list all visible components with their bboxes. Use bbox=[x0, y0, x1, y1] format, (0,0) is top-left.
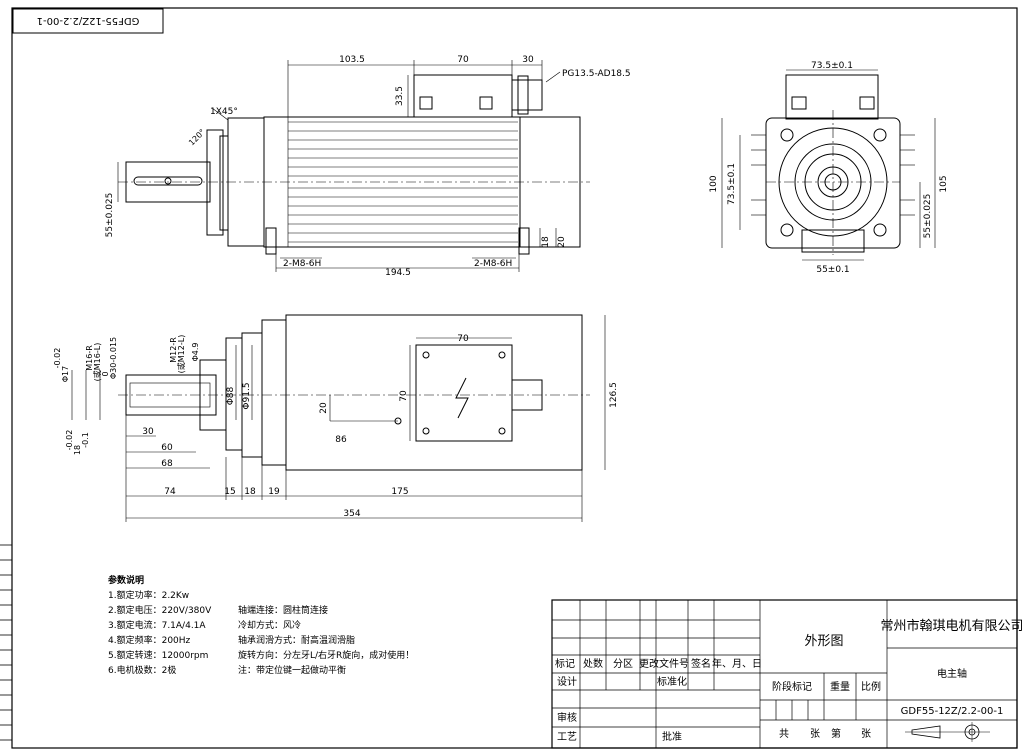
dim-m8-left: 2-M8-6H bbox=[283, 259, 321, 269]
dim-103-5: 103.5 bbox=[339, 55, 365, 65]
tb-qianming: 签名 bbox=[691, 657, 711, 670]
dim-m16-l: (或M16-L) bbox=[92, 343, 102, 382]
note-right-4: 旋转方向：分左牙L/右牙R旋向，成对使用！ bbox=[238, 649, 414, 661]
dim-angle-120: 120° bbox=[187, 127, 207, 147]
title-block bbox=[551, 599, 1018, 749]
dim-33-5: 33.5 bbox=[395, 86, 405, 106]
dim-73-5-width: 73.5±0.1 bbox=[811, 61, 853, 71]
tb-gongyi: 工艺 bbox=[557, 731, 577, 743]
tb-di: 第 bbox=[831, 727, 841, 740]
tb-zhongliang: 重量 bbox=[830, 680, 850, 693]
note-left-4: 4.额定频率：200Hz bbox=[108, 634, 191, 646]
note-right-3: 轴承润滑方式：耐高温润滑脂 bbox=[238, 634, 355, 646]
dim-m8-right: 2-M8-6H bbox=[474, 259, 512, 269]
dim-20-top: 20 bbox=[557, 236, 567, 248]
parameter-notes: 参数说明 1.额定功率：2.2Kw 2.额定电压：220V/380V 3.额定电… bbox=[108, 574, 414, 676]
dim-74: 74 bbox=[164, 487, 176, 497]
dim-phi-30: Φ30-0.015 bbox=[109, 337, 118, 379]
tb-zhang1: 张 bbox=[810, 728, 820, 740]
dim-73-5-height: 73.5±0.1 bbox=[727, 163, 737, 205]
end-view bbox=[721, 69, 936, 261]
drawing-title: 外形图 bbox=[804, 634, 843, 649]
dim-phi-91-5: Φ91.5 bbox=[242, 382, 252, 409]
dim-18-key-tol-b: -0.1 bbox=[81, 432, 90, 448]
dim-30-top: 30 bbox=[522, 55, 534, 65]
drawing-number: GDF55-12Z/2.2-00-1 bbox=[901, 706, 1004, 717]
dim-19: 19 bbox=[268, 487, 280, 497]
note-left-3: 3.额定电流：7.1A/4.1A bbox=[108, 619, 206, 631]
tb-pizhun: 批准 bbox=[662, 730, 682, 743]
note-right-2: 冷却方式：风冷 bbox=[238, 619, 301, 631]
notes-heading: 参数说明 bbox=[108, 574, 144, 586]
tb-fenqu: 分区 bbox=[613, 658, 633, 670]
dim-phi-17-tol: -0.02 bbox=[53, 348, 62, 369]
dim-354: 354 bbox=[343, 509, 360, 519]
title-block-text: 标记 处数 分区 更改文件号 签名 年、月、日 设计 标准化 审核 工艺 批准 … bbox=[555, 618, 1022, 743]
dim-phi-17: Φ17 bbox=[61, 366, 70, 382]
dim-18-bottom: 18 bbox=[244, 487, 256, 497]
tb-chushu: 处数 bbox=[583, 657, 603, 670]
dim-70-box-width: 70 bbox=[457, 334, 469, 344]
dim-15: 15 bbox=[224, 487, 235, 497]
dim-70-box-height: 70 bbox=[399, 390, 409, 402]
rotated-drawing-number-text: GDF55-12Z/2.2-00-1 bbox=[37, 15, 140, 26]
dim-m12-r: M12-R bbox=[169, 337, 178, 363]
projection-symbol-icon bbox=[905, 722, 990, 742]
dim-55-width: 55±0.1 bbox=[816, 265, 849, 275]
dim-m12-l: (或M12-L) bbox=[176, 335, 186, 374]
dim-194-5: 194.5 bbox=[385, 268, 411, 278]
dim-zero: 0 bbox=[101, 371, 110, 376]
dim-chamfer: 1X45° bbox=[210, 107, 238, 117]
dim-86: 86 bbox=[335, 435, 347, 445]
dim-18-top: 18 bbox=[541, 236, 551, 248]
rotated-drawing-number: GDF55-12Z/2.2-00-1 bbox=[12, 8, 164, 34]
part-name: 电主轴 bbox=[937, 667, 967, 680]
dim-55-shaft-center: 55±0.025 bbox=[923, 194, 933, 239]
note-left-6: 6.电机极数：2极 bbox=[108, 664, 176, 676]
tb-gong: 共 bbox=[779, 728, 789, 740]
bottom-view bbox=[71, 314, 606, 522]
dim-175: 175 bbox=[391, 487, 408, 497]
tb-bili: 比例 bbox=[861, 680, 881, 693]
tb-sheji: 设计 bbox=[557, 675, 577, 688]
note-right-5: 注：带定位键一起做动平衡 bbox=[238, 664, 346, 676]
dim-shaft-55: 55±0.025 bbox=[105, 193, 115, 238]
dim-pg-gland: PG13.5-AD18.5 bbox=[562, 69, 631, 79]
tb-biaoji: 标记 bbox=[555, 658, 575, 670]
sheet-border bbox=[11, 7, 1018, 749]
dim-phi-4-9: Φ4.9 bbox=[191, 342, 200, 361]
dim-m16-r: M16-R bbox=[85, 345, 94, 371]
dim-70-top: 70 bbox=[457, 55, 469, 65]
left-margin-ticks bbox=[0, 544, 12, 741]
note-left-2: 2.额定电压：220V/380V bbox=[108, 604, 212, 616]
tb-shenhe: 审核 bbox=[557, 711, 577, 724]
tb-jieduan: 阶段标记 bbox=[772, 680, 812, 693]
company-name: 常州市翰琪电机有限公司 bbox=[880, 618, 1022, 634]
dim-18-key: 18 bbox=[73, 445, 82, 455]
tb-date: 年、月、日 bbox=[712, 657, 762, 670]
tb-gengai: 更改文件号 bbox=[639, 657, 689, 670]
note-left-1: 1.额定功率：2.2Kw bbox=[108, 589, 189, 601]
dim-100-height: 100 bbox=[709, 175, 719, 192]
tb-biaozhunhua: 标准化 bbox=[657, 675, 687, 688]
note-left-5: 5.额定转速：12000rpm bbox=[108, 649, 208, 661]
dim-68: 68 bbox=[161, 459, 173, 469]
dim-60: 60 bbox=[161, 443, 173, 453]
dim-126-5: 126.5 bbox=[609, 382, 619, 408]
dim-105-height: 105 bbox=[939, 175, 949, 192]
dim-20-bottom: 20 bbox=[319, 402, 329, 414]
tb-zhang2: 张 bbox=[861, 728, 871, 740]
side-view-top bbox=[117, 60, 590, 272]
dim-phi-88: Φ88 bbox=[226, 386, 236, 405]
note-right-1: 轴端连接：圆柱筒连接 bbox=[238, 604, 328, 616]
dim-18-key-tol-a: -0.02 bbox=[65, 430, 74, 451]
dim-30-bottom: 30 bbox=[142, 427, 154, 437]
